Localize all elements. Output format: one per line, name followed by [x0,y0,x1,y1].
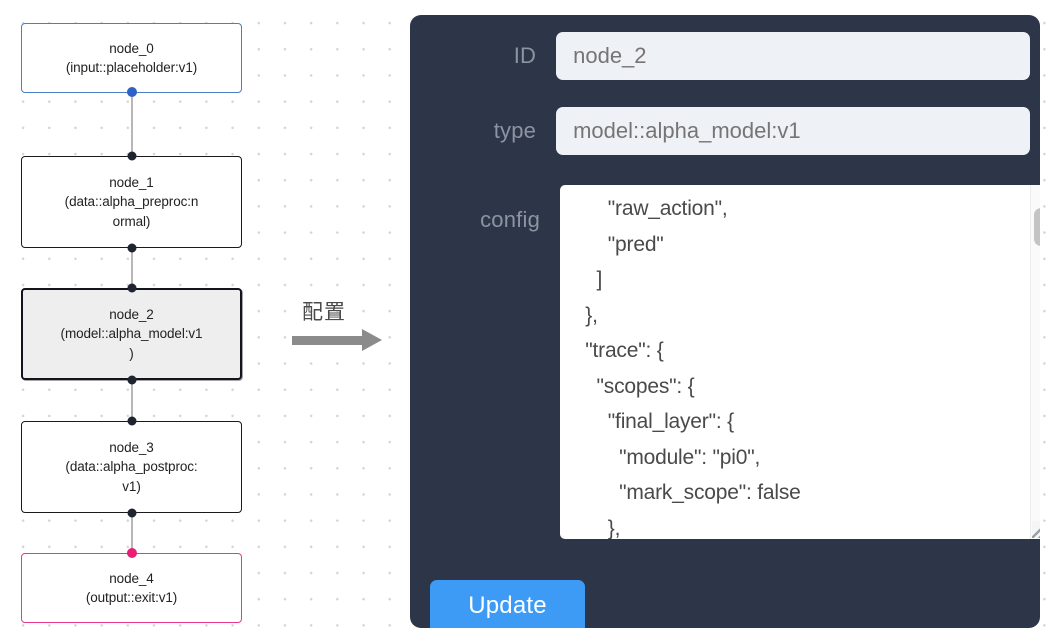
graph-node-node_2[interactable]: node_2 (model::alpha_model:v1 ) [21,288,242,380]
graph-node-node_4[interactable]: node_4 (output::exit:v1) [21,553,242,623]
config-field-label: config [480,207,540,232]
config-editor[interactable]: "raw_action", "pred" ] }, "trace": { "sc… [560,185,1040,539]
edge-node2-node3 [131,380,133,421]
node-graph-canvas[interactable]: node_0 (input::placeholder:v1) node_1 (d… [0,0,400,643]
edge-node1-node2 [131,248,133,288]
port-node_4-input[interactable] [127,548,137,558]
graph-node-label: node_0 (input::placeholder:v1) [65,40,198,75]
transition-label: 配置 [302,300,346,324]
port-node_1-input[interactable] [127,151,137,161]
id-input[interactable] [556,32,1030,80]
field-row-type: type [430,107,1030,155]
transition-annotation: 配置 [288,296,398,366]
config-scrollbar-thumb[interactable] [1034,208,1040,246]
edge-node0-node1 [131,92,133,156]
resize-handle-icon[interactable] [1032,521,1040,538]
port-node_3-input[interactable] [127,416,137,426]
config-scrollbar[interactable] [1030,185,1040,539]
port-node_3-output[interactable] [127,508,137,518]
update-button[interactable]: Update [430,580,585,628]
graph-node-node_3[interactable]: node_3 (data::alpha_postproc: v1) [21,421,242,513]
field-row-id: ID [430,32,1030,80]
graph-node-label: node_4 (output::exit:v1) [85,570,178,605]
field-row-config: config "raw_action", "pred" ] }, "trace"… [430,185,1040,539]
right-arrow-icon [292,336,364,345]
right-arrow-head-icon [362,329,382,351]
graph-node-node_0[interactable]: node_0 (input::placeholder:v1) [21,23,242,93]
graph-node-label: node_3 (data::alpha_postproc: v1) [65,440,198,494]
config-textarea[interactable]: "raw_action", "pred" ] }, "trace": { "sc… [585,197,801,539]
id-field-label: ID [513,43,537,68]
graph-node-node_1[interactable]: node_1 (data::alpha_preproc:n ormal) [21,156,242,248]
port-node_2-input[interactable] [127,283,137,293]
port-node_1-output[interactable] [127,243,137,253]
node-inspector-panel: ID type config "raw_action", "pred" ] },… [410,15,1040,628]
type-input[interactable] [556,107,1030,155]
graph-node-label: node_1 (data::alpha_preproc:n ormal) [64,175,199,229]
graph-node-label: node_2 (model::alpha_model:v1 ) [60,307,203,361]
port-node_2-output[interactable] [127,375,137,385]
port-node_0-output[interactable] [127,87,137,97]
type-field-label: type [493,118,537,143]
edge-node3-node4 [131,513,133,553]
